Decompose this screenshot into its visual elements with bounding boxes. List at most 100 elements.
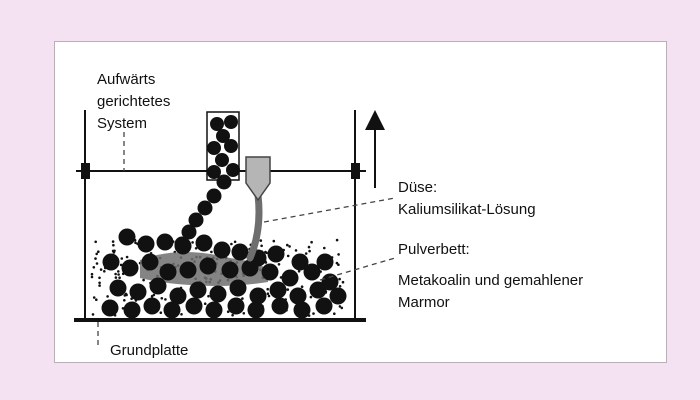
powder-particle xyxy=(179,261,197,279)
powder-particle xyxy=(221,261,239,279)
powder-grain xyxy=(99,268,103,271)
powder-grain xyxy=(267,294,271,298)
powder-grain xyxy=(338,285,342,288)
powder-grain xyxy=(335,261,339,265)
powder-grain xyxy=(150,294,154,298)
powder-grain xyxy=(117,273,120,276)
powder-grain xyxy=(338,305,342,308)
powder-grain xyxy=(142,278,145,282)
powder-particle xyxy=(141,253,159,271)
powder-grain xyxy=(118,276,121,280)
powder-particle xyxy=(309,281,327,299)
label-bed-line1: Pulverbett: xyxy=(398,241,470,258)
powder-grain xyxy=(335,238,339,242)
powder-grain xyxy=(308,249,311,253)
powder-particle xyxy=(289,287,307,305)
powder-grain xyxy=(94,240,97,244)
powder-grain xyxy=(210,250,213,254)
powder-grain xyxy=(310,240,313,244)
powder-particle xyxy=(267,245,285,263)
powder-particle xyxy=(121,259,139,277)
powder-particle xyxy=(247,301,265,319)
label-bed-line3: Marmor xyxy=(398,294,450,311)
powder-particle xyxy=(159,263,177,281)
powder-grain xyxy=(95,298,98,302)
powder-particle xyxy=(227,297,245,315)
powder-grain xyxy=(119,263,123,267)
powder-grain xyxy=(286,243,289,247)
powder-particle xyxy=(199,257,217,275)
nozzle xyxy=(245,156,271,202)
label-system-line2: gerichtetes xyxy=(97,93,170,110)
powder-particle xyxy=(321,273,339,291)
powder-particle xyxy=(129,283,147,301)
powder-particle xyxy=(213,241,231,259)
powder-particle xyxy=(102,253,120,271)
powder-grain xyxy=(191,241,194,244)
powder-grain xyxy=(98,276,101,280)
powder-particle xyxy=(329,287,347,305)
powder-grain xyxy=(233,240,237,244)
powder-grain xyxy=(297,270,301,273)
hopper-particle xyxy=(224,115,238,129)
label-bed-line2: Metakoalin und gemahlener xyxy=(398,272,583,289)
powder-grain xyxy=(286,288,290,291)
powder-grain xyxy=(230,242,233,246)
powder-grain xyxy=(152,293,156,297)
powder-particle xyxy=(189,281,207,299)
powder-grain xyxy=(207,294,210,298)
powder-grain xyxy=(323,246,326,250)
powder-grain xyxy=(117,270,120,273)
powder-grain xyxy=(120,257,124,260)
powder-grain xyxy=(260,244,263,248)
powder-particle xyxy=(229,279,247,297)
powder-grain xyxy=(103,270,106,273)
powder-grain xyxy=(341,280,345,284)
hopper-particle xyxy=(226,163,240,177)
powder-grain xyxy=(125,255,129,259)
powder-grain xyxy=(312,312,315,315)
powder-grain xyxy=(98,284,101,287)
powder-grain xyxy=(337,253,340,256)
powder-grain xyxy=(241,297,244,300)
powder-particle xyxy=(249,287,267,305)
powder-grain xyxy=(259,239,263,242)
powder-grain xyxy=(288,245,291,248)
powder-particle xyxy=(185,297,203,315)
powder-grain xyxy=(111,249,115,253)
powder-grain xyxy=(265,251,268,255)
powder-particle xyxy=(149,277,167,295)
powder-grain xyxy=(231,313,234,317)
powder-grain xyxy=(164,298,167,301)
falling-particle xyxy=(188,212,204,228)
powder-particle xyxy=(137,235,155,253)
powder-grain xyxy=(91,313,95,316)
powder-particle xyxy=(156,233,174,251)
powder-grain xyxy=(90,272,94,276)
powder-grain xyxy=(277,263,281,266)
powder-particle xyxy=(169,287,187,305)
binder-stream xyxy=(246,191,263,262)
falling-particle xyxy=(206,188,222,204)
powder-particle xyxy=(271,297,289,315)
label-base: Grundplatte xyxy=(110,342,188,359)
powder-grain xyxy=(226,310,230,314)
powder-grain xyxy=(98,281,101,285)
powder-particle xyxy=(269,281,287,299)
powder-grain xyxy=(309,295,313,299)
powder-grain xyxy=(266,292,270,296)
powder-particle xyxy=(195,234,213,252)
falling-particle xyxy=(197,200,213,216)
label-system-line1: Aufwärts xyxy=(97,71,155,88)
powder-grain xyxy=(242,312,246,315)
powder-particle xyxy=(241,259,259,277)
powder-grain xyxy=(106,295,109,298)
powder-grain xyxy=(340,306,344,310)
hopper-particle xyxy=(215,153,229,167)
powder-particle xyxy=(109,279,127,297)
powder-grain xyxy=(266,287,270,291)
label-nozzle-line2: Kaliumsilikat-Lösung xyxy=(398,201,536,218)
powder-particle xyxy=(303,263,321,281)
powder-grain xyxy=(90,275,94,279)
powder-grain xyxy=(294,249,298,252)
